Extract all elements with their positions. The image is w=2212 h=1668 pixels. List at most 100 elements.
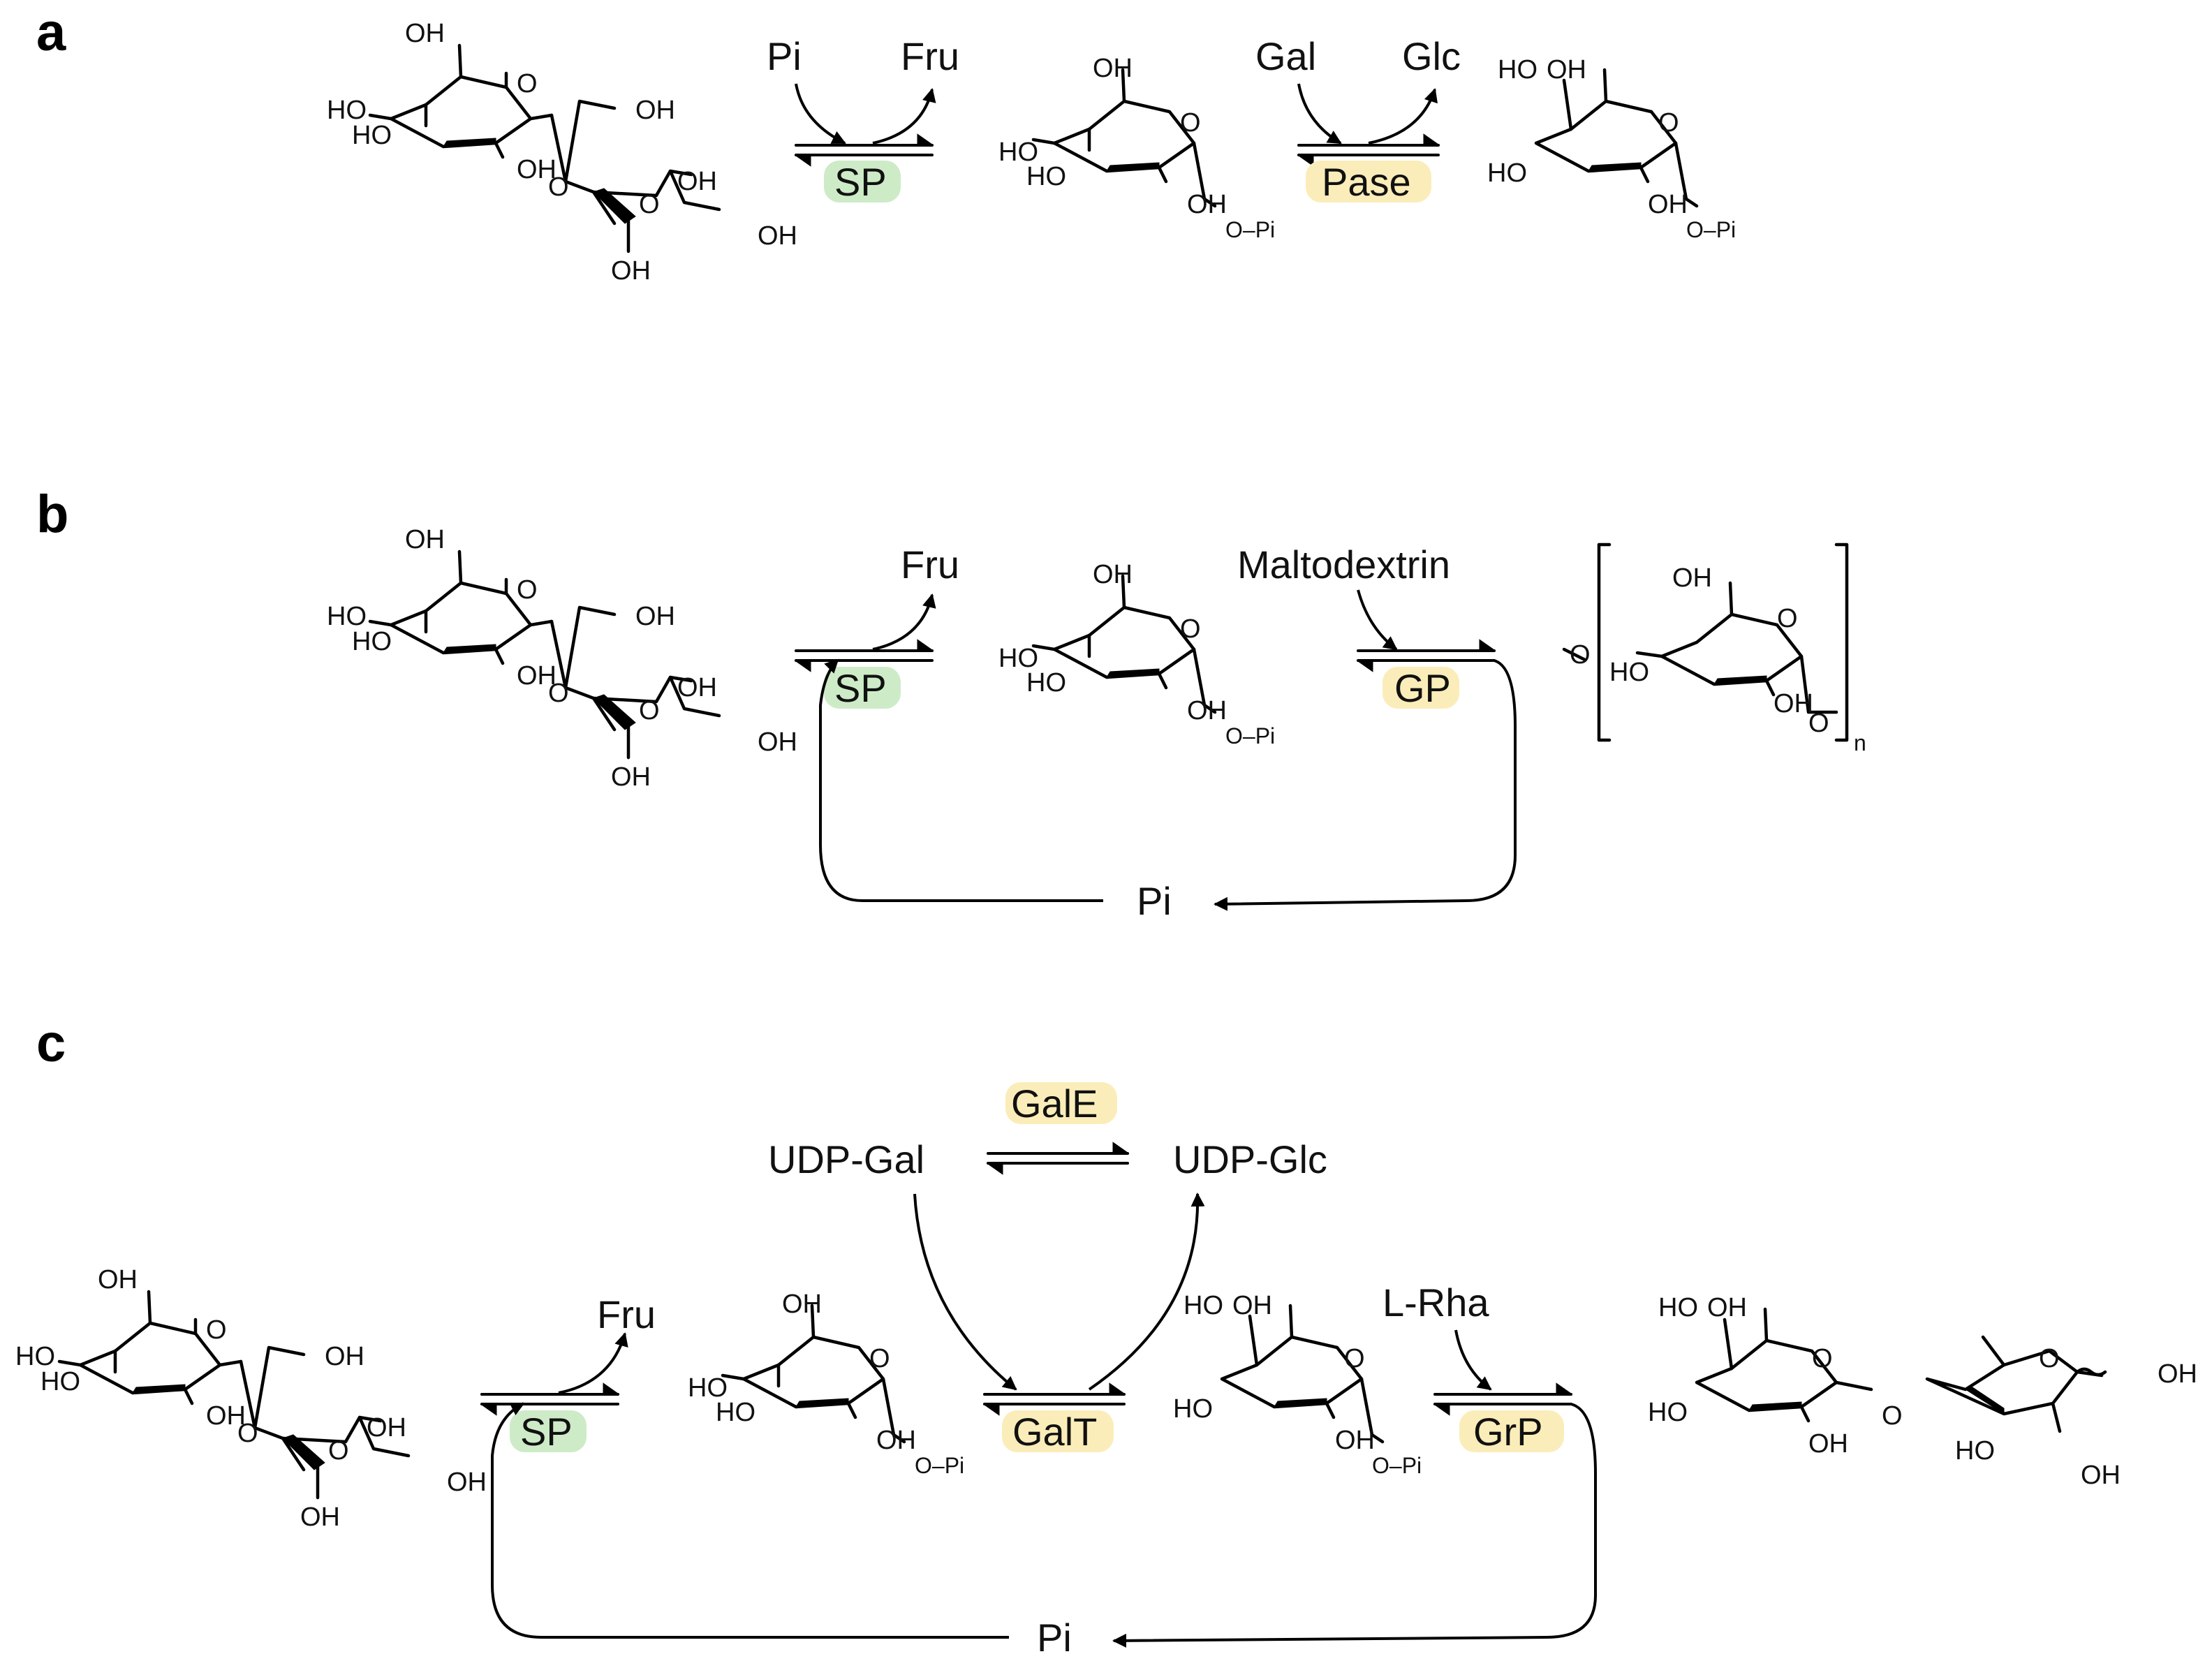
svg-text:HO: HO bbox=[327, 602, 367, 631]
sp-enzyme-box bbox=[824, 161, 901, 202]
grp-enzyme-box bbox=[1459, 1410, 1564, 1452]
svg-text:O: O bbox=[869, 1344, 890, 1373]
svg-text:OH: OH bbox=[758, 221, 797, 251]
svg-text:OH: OH bbox=[300, 1503, 340, 1532]
svg-text:OH: OH bbox=[1187, 696, 1227, 725]
pi-label-a: Pi bbox=[767, 34, 802, 78]
panel-a: OH HO HO O OH O OH O OH OH OH SP Pi Fru … bbox=[327, 19, 1736, 286]
svg-text:HO: HO bbox=[1498, 55, 1538, 84]
svg-text:OH: OH bbox=[1547, 55, 1586, 84]
svg-text:HO: HO bbox=[1658, 1293, 1698, 1322]
svg-text:OH: OH bbox=[1187, 190, 1227, 219]
svg-text:OH: OH bbox=[1093, 54, 1133, 83]
svg-text:OH: OH bbox=[758, 728, 797, 757]
svg-text:OH: OH bbox=[635, 602, 675, 631]
panel-b: OH HO HO O OH O OH O OH OH OH SP Fru OH … bbox=[327, 525, 1866, 923]
svg-text:OH: OH bbox=[635, 96, 675, 125]
svg-text:OH: OH bbox=[1093, 560, 1133, 589]
svg-text:O: O bbox=[517, 575, 538, 605]
svg-text:OH: OH bbox=[677, 167, 717, 196]
panel-label-b: b bbox=[36, 485, 68, 544]
svg-text:OH: OH bbox=[1774, 689, 1813, 718]
svg-text:O–Pi: O–Pi bbox=[1225, 217, 1275, 242]
svg-text:HO: HO bbox=[1184, 1291, 1223, 1320]
svg-text:HO: HO bbox=[1173, 1394, 1213, 1424]
svg-text:OH: OH bbox=[611, 256, 651, 286]
glc-1-p-structure-c: OH HO HO O OH O–Pi bbox=[688, 1290, 964, 1478]
gale-label: GalE bbox=[1011, 1082, 1098, 1125]
galt-enzyme-box bbox=[1002, 1410, 1114, 1452]
galt-label: GalT bbox=[1012, 1410, 1097, 1454]
svg-text:O: O bbox=[2039, 1344, 2060, 1373]
svg-text:OH: OH bbox=[2158, 1359, 2197, 1389]
panel-label-a: a bbox=[36, 3, 66, 62]
svg-text:n: n bbox=[1854, 730, 1866, 755]
sucrose-structure-c: OH HO HO O OH O OH O OH OH OH bbox=[15, 1265, 487, 1532]
svg-text:HO: HO bbox=[688, 1373, 728, 1403]
svg-text:OH: OH bbox=[206, 1401, 246, 1431]
svg-text:O: O bbox=[1180, 108, 1201, 138]
pase-label: Pase bbox=[1322, 160, 1411, 204]
sp-enzyme-box-c bbox=[510, 1410, 587, 1452]
svg-text:OH: OH bbox=[405, 19, 445, 48]
l-rha-label: L-Rha bbox=[1382, 1280, 1489, 1324]
gal-rha-disaccharide-structure: HO OH HO O OH O O OH HO OH bbox=[1648, 1293, 2197, 1490]
svg-text:OH: OH bbox=[1232, 1291, 1272, 1320]
sp-enzyme-box-b bbox=[824, 667, 901, 709]
svg-text:OH: OH bbox=[405, 525, 445, 554]
svg-text:OH: OH bbox=[876, 1426, 916, 1455]
pi-recycle-loop-c bbox=[1112, 1403, 1597, 1648]
pi-recycle-loop-b bbox=[1214, 659, 1517, 911]
svg-text:OH: OH bbox=[677, 673, 717, 702]
glc-label-a: Glc bbox=[1402, 34, 1461, 78]
fru-label-a: Fru bbox=[901, 34, 959, 78]
svg-text:OH: OH bbox=[325, 1342, 364, 1371]
pi-in-arrow bbox=[795, 83, 846, 145]
gp-label: GP bbox=[1394, 666, 1451, 710]
svg-text:O: O bbox=[1777, 604, 1798, 633]
maltodextrin-structure: O OH HO O OH O n bbox=[1562, 543, 1866, 755]
svg-text:HO: HO bbox=[327, 96, 367, 125]
grp-label: GrP bbox=[1473, 1410, 1543, 1454]
svg-text:HO: HO bbox=[1648, 1398, 1688, 1427]
sp-label-a: SP bbox=[834, 160, 887, 204]
svg-text:O: O bbox=[548, 172, 569, 202]
svg-text:O: O bbox=[206, 1315, 227, 1345]
svg-text:OH: OH bbox=[1335, 1426, 1375, 1455]
svg-text:O: O bbox=[1180, 614, 1201, 644]
svg-text:O: O bbox=[548, 679, 569, 708]
svg-text:OH: OH bbox=[1648, 190, 1688, 219]
svg-text:O: O bbox=[639, 696, 660, 725]
svg-text:O: O bbox=[237, 1419, 258, 1448]
svg-text:OH: OH bbox=[517, 661, 556, 691]
svg-text:O: O bbox=[1658, 108, 1679, 138]
svg-text:HO: HO bbox=[716, 1398, 755, 1427]
svg-text:O: O bbox=[1808, 709, 1829, 738]
svg-text:O–Pi: O–Pi bbox=[1372, 1453, 1422, 1478]
svg-text:HO: HO bbox=[1955, 1436, 1995, 1466]
svg-text:HO: HO bbox=[1026, 668, 1066, 698]
gal-label-a: Gal bbox=[1255, 34, 1316, 78]
sucrose-structure: OH HO HO O OH O OH O OH OH OH bbox=[327, 19, 797, 286]
svg-text:HO: HO bbox=[1609, 658, 1649, 687]
panel-label-c: c bbox=[36, 1014, 66, 1073]
glc-1-p-structure: OH HO HO O OH O–Pi bbox=[998, 54, 1275, 242]
svg-text:HO: HO bbox=[998, 138, 1038, 167]
svg-text:OH: OH bbox=[517, 155, 556, 184]
svg-text:HO: HO bbox=[1487, 158, 1527, 188]
gale-enzyme-box bbox=[1005, 1082, 1117, 1124]
pi-label-b: Pi bbox=[1137, 879, 1172, 923]
sucrose-structure-b: OH HO HO O OH O OH O OH OH OH bbox=[327, 525, 797, 792]
svg-text:O–Pi: O–Pi bbox=[915, 1453, 964, 1478]
gal-1-p-structure-c: HO OH HO O OH O–Pi bbox=[1173, 1291, 1422, 1478]
svg-text:OH: OH bbox=[447, 1468, 487, 1497]
svg-text:HO: HO bbox=[1026, 162, 1066, 191]
svg-text:O: O bbox=[1882, 1401, 1903, 1431]
svg-text:HO: HO bbox=[998, 644, 1038, 673]
fru-out-arrow bbox=[872, 88, 936, 145]
svg-text:OH: OH bbox=[1808, 1429, 1848, 1459]
svg-text:O: O bbox=[639, 190, 660, 219]
gal-1-p-structure: HO OH HO O OH O–Pi bbox=[1487, 55, 1736, 242]
fru-label-b: Fru bbox=[901, 543, 959, 586]
